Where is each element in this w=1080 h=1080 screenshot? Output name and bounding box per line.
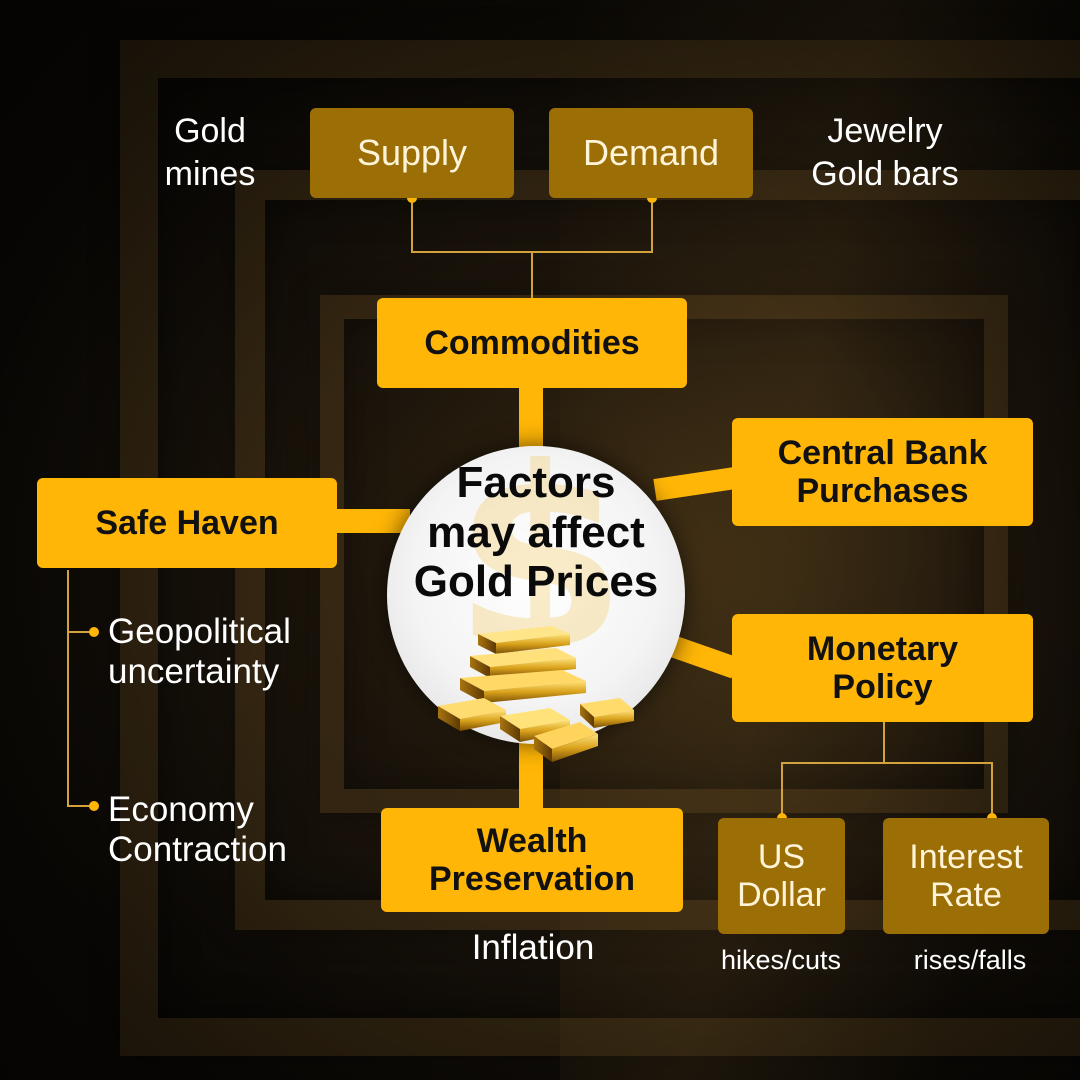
economy-item: Economy Contraction [108,790,287,869]
connector-central-bank [653,467,737,501]
us-dollar-note: hikes/cuts [720,945,842,975]
central-bank-box: Central Bank Purchases [732,418,1033,526]
supply-note: Gold mines [164,112,256,193]
bracket-monetary-policy [781,762,993,818]
demand-note: Jewelry Gold bars [811,112,959,193]
monetary-policy-box: Monetary Policy [732,614,1033,722]
bracket-safe-haven [67,570,92,807]
demand-box: Demand [549,108,753,198]
bracket-supply-demand [411,198,653,253]
commodities-box: Commodities [377,298,687,388]
center-title: Factors may affect Gold Prices [413,458,659,607]
wealth-preservation-box: Wealth Preservation [381,808,683,912]
inflation-note: Inflation [471,928,595,967]
interest-rate-note: rises/falls [913,945,1027,975]
dot-economy [89,801,99,811]
safe-haven-box: Safe Haven [37,478,337,568]
gold-bars-stack-icon [438,626,634,762]
us-dollar-box: US Dollar [718,818,845,934]
geopolitical-item: Geopolitical uncertainty [108,612,291,691]
supply-box: Supply [310,108,514,198]
dot-geopolitical [89,627,99,637]
interest-rate-box: Interest Rate [883,818,1049,934]
